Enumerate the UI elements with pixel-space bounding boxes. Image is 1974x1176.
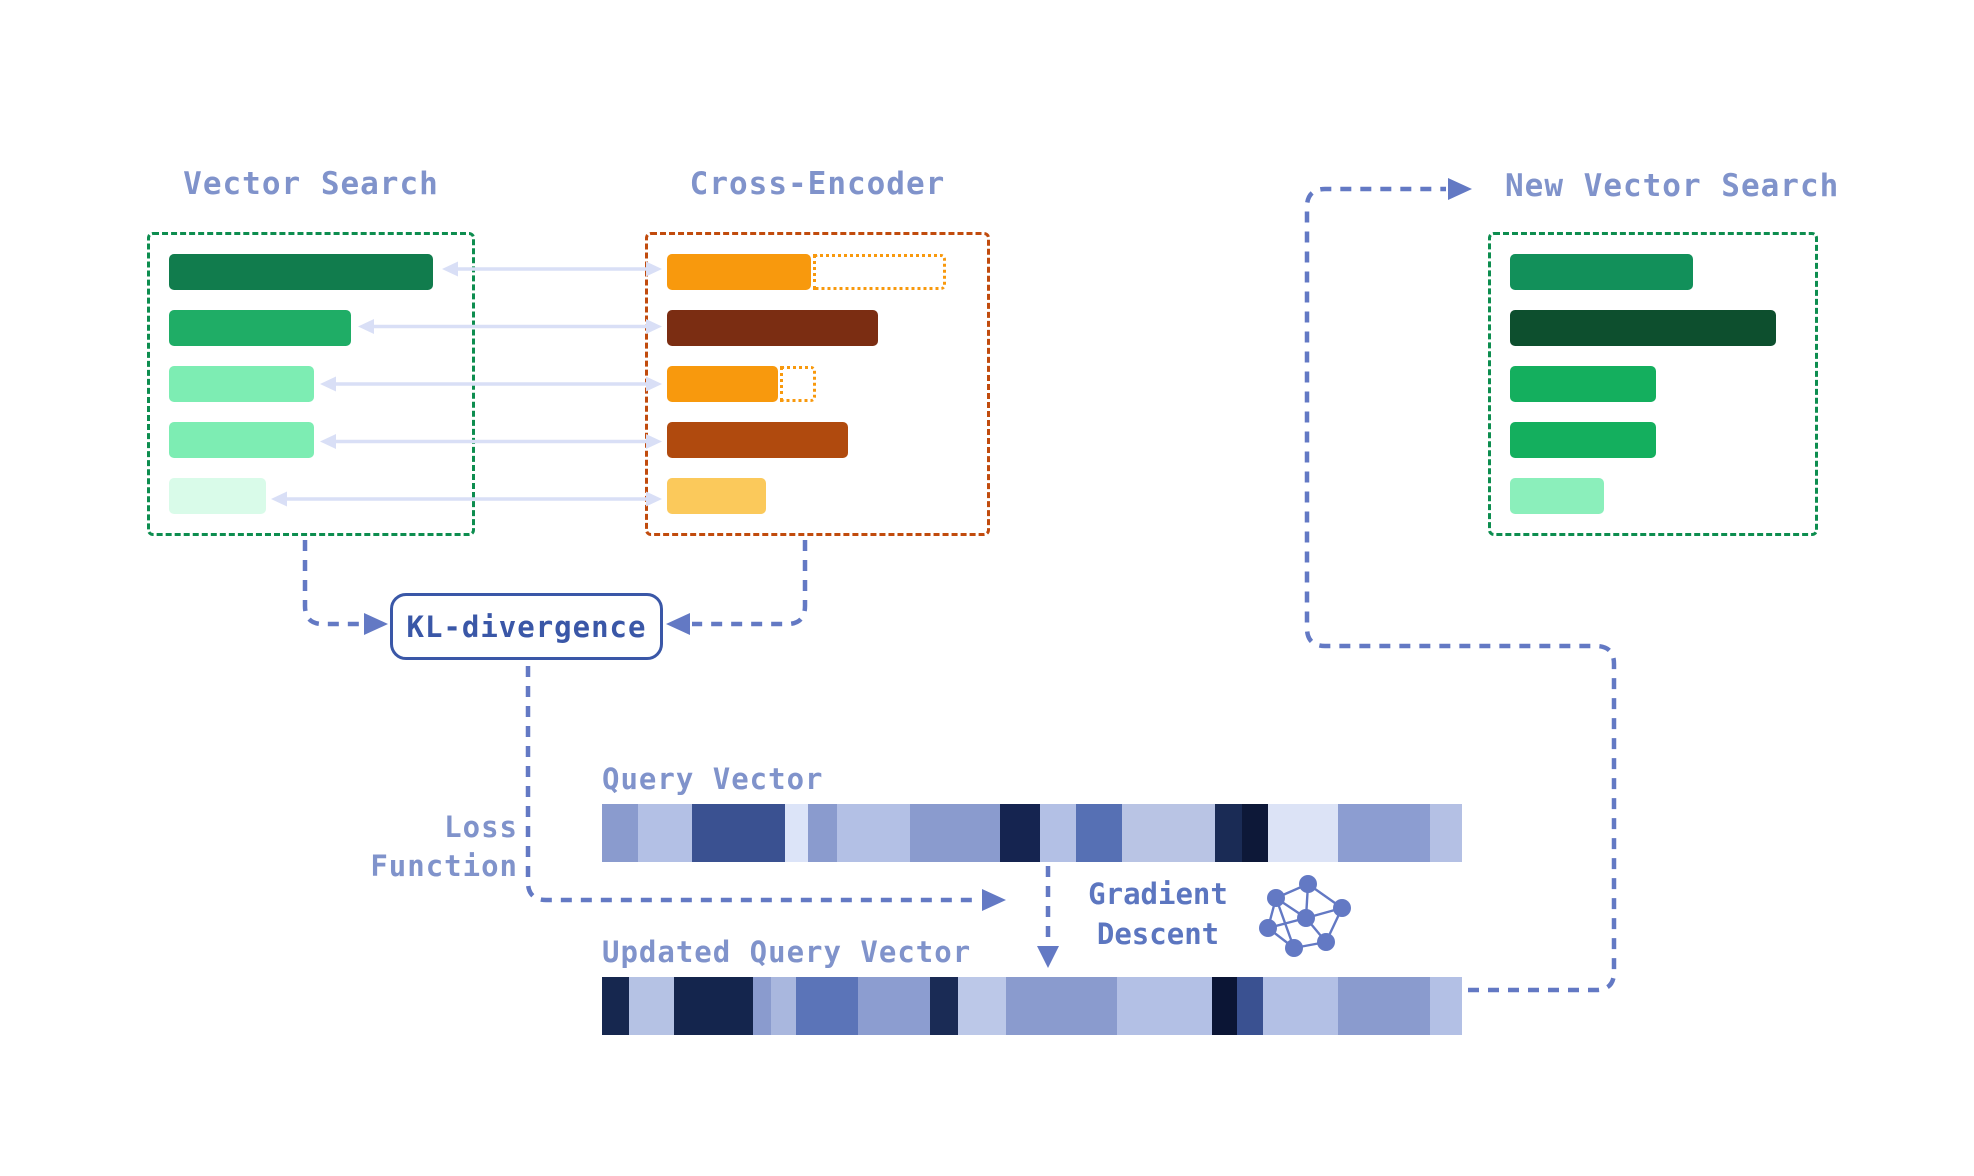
ranked-bar-row [169, 310, 453, 346]
loss-function-label: Loss Function [300, 808, 518, 886]
arrowhead-down-icon [1037, 946, 1059, 968]
arrowhead-right-icon [1448, 178, 1472, 200]
new-vector-search-title: New Vector Search [1505, 168, 1840, 204]
vector-cell [1000, 804, 1040, 862]
vector-cell [857, 977, 930, 1035]
updated-query-vector-strip [602, 977, 1463, 1035]
ranked-bar [667, 478, 767, 514]
network-graph-icon [1259, 875, 1351, 957]
arrowhead-right-icon [982, 889, 1006, 911]
network-nodes [1259, 875, 1351, 957]
vector-search-bars [169, 254, 453, 514]
vector-cell [692, 804, 785, 862]
vector-search-title: Vector Search [183, 166, 439, 202]
vector-cell [753, 977, 772, 1035]
ranked-bar [1510, 478, 1605, 514]
ranked-bar-row [1510, 422, 1796, 458]
ranked-bar-row [169, 366, 453, 402]
query-vector-strip [602, 804, 1462, 862]
ranked-bar [1510, 310, 1776, 346]
ranked-bar-row [169, 478, 453, 514]
ranked-bar [1510, 254, 1694, 290]
vector-cell [1338, 977, 1430, 1035]
ranked-bar-row [667, 310, 968, 346]
ranked-bar-row [1510, 254, 1796, 290]
ranked-bar [169, 366, 314, 402]
ranked-bar-dotted-extension [780, 366, 817, 402]
cross-encoder-box [645, 232, 990, 536]
vector-cell [771, 977, 796, 1035]
ranked-bar-row [1510, 478, 1796, 514]
arrowhead-right-icon [364, 613, 388, 635]
ranked-bar [667, 254, 812, 290]
kl-divergence-box: KL-divergence [390, 593, 663, 660]
vector-cell [1338, 804, 1430, 862]
ranked-bar [169, 310, 351, 346]
vector-cell [1122, 804, 1215, 862]
vector-search-box [147, 232, 475, 536]
network-edges [1266, 882, 1344, 950]
loss-function-line1: Loss [444, 810, 518, 844]
ranked-bar [667, 366, 779, 402]
vector-cell [1430, 804, 1462, 862]
vector-cell [1215, 804, 1242, 862]
vector-cell [785, 804, 808, 862]
vector-search-to-kl-connector [302, 540, 362, 627]
arrowhead-left-icon [666, 613, 690, 635]
ranked-bar [1510, 422, 1656, 458]
ranked-bar [667, 310, 878, 346]
vector-cell [1263, 977, 1339, 1035]
vector-cell [808, 804, 837, 862]
ranked-bar [1510, 366, 1656, 402]
query-vector-label: Query Vector [602, 762, 824, 796]
vector-cell [1429, 977, 1463, 1035]
cross-encoder-to-kl-connector [692, 540, 808, 627]
vector-cell [1005, 977, 1118, 1035]
vector-cell [674, 977, 754, 1035]
vector-cell [629, 977, 674, 1035]
new-vector-search-box [1488, 232, 1818, 536]
ranked-bar-row [169, 254, 453, 290]
cross-encoder-title: Cross-Encoder [689, 166, 946, 202]
vector-cell [1236, 977, 1264, 1035]
vector-cell [795, 977, 858, 1035]
ranked-bar-row [169, 422, 453, 458]
vector-cell [1117, 977, 1212, 1035]
new-vector-search-bars [1510, 254, 1796, 514]
vector-cell [1268, 804, 1338, 862]
vector-cell [1076, 804, 1122, 862]
vector-cell [1040, 804, 1076, 862]
ranked-bar [169, 478, 266, 514]
ranked-bar-row [1510, 366, 1796, 402]
ranked-bar-row [667, 254, 968, 290]
updated-query-vector-label: Updated Query Vector [602, 935, 972, 969]
vector-cell [1211, 977, 1237, 1035]
cross-encoder-bars [667, 254, 968, 514]
ranked-bar-row [667, 366, 968, 402]
ranked-bar-row [667, 478, 968, 514]
gradient-descent-line1: Gradient [1088, 877, 1228, 911]
ranked-bar-row [667, 422, 968, 458]
loss-function-line2: Function [370, 849, 518, 883]
ranked-bar-row [1510, 310, 1796, 346]
vector-cell [837, 804, 910, 862]
kl-divergence-label: KL-divergence [406, 609, 647, 644]
vector-cell [602, 977, 630, 1035]
vector-cell [1242, 804, 1268, 862]
gradient-descent-label: Gradient Descent [1060, 874, 1256, 954]
vector-cell [638, 804, 692, 862]
vector-cell [602, 804, 638, 862]
ranked-bar [667, 422, 848, 458]
vector-cell [910, 804, 1000, 862]
ranked-bar-dotted-extension [813, 254, 946, 290]
ranked-bar [169, 254, 434, 290]
vector-cell [957, 977, 1006, 1035]
vector-cell [929, 977, 958, 1035]
ranked-bar [169, 422, 314, 458]
gradient-descent-line2: Descent [1096, 917, 1220, 951]
